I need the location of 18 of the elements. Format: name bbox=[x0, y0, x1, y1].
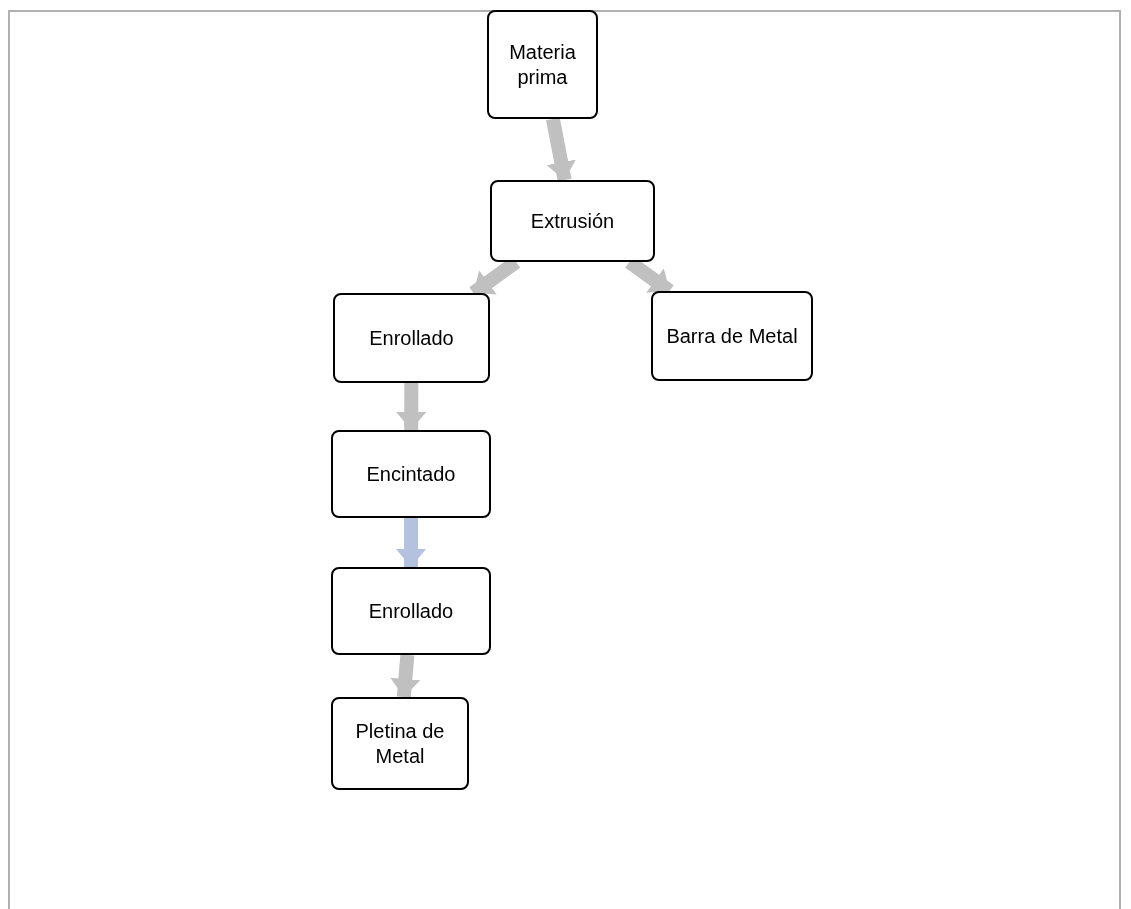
process-box bbox=[333, 293, 490, 383]
block-arrow bbox=[546, 117, 576, 182]
process-box bbox=[487, 10, 598, 119]
step-label: Materia prima bbox=[508, 39, 577, 90]
step-label: Extrusión bbox=[530, 208, 615, 234]
block-arrow bbox=[390, 654, 421, 698]
process-box bbox=[490, 180, 655, 262]
block-arrow bbox=[396, 518, 426, 567]
block-arrow bbox=[396, 382, 427, 431]
step-label: Pletina de Metal bbox=[354, 718, 446, 769]
step-label: Barra de Metal bbox=[666, 323, 798, 349]
process-box bbox=[331, 697, 469, 790]
step-label: Enrollado bbox=[368, 598, 454, 624]
process-box bbox=[331, 430, 491, 518]
process-box bbox=[331, 567, 491, 655]
step-label: Encintado bbox=[366, 461, 456, 487]
process-box bbox=[651, 291, 813, 381]
step-label: Enrollado bbox=[369, 325, 454, 351]
